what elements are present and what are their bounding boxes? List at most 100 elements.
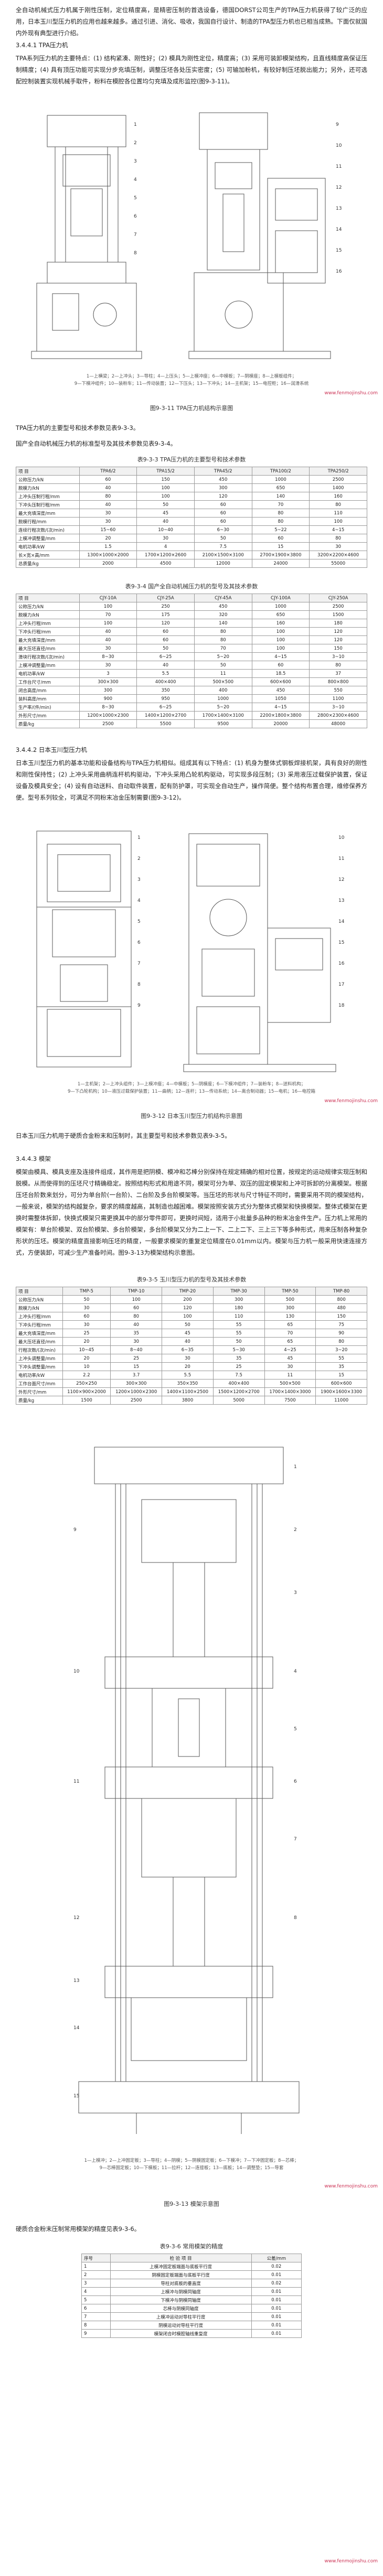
table-cell: 滑块行程次数/(次/min) xyxy=(16,652,80,661)
table-cell: 100 xyxy=(136,492,195,501)
table-cell: 15 xyxy=(110,1362,163,1371)
table-cell: 质量/kg xyxy=(16,1396,63,1405)
table-cell: 80 xyxy=(251,517,310,526)
fig1-label-13: 13 xyxy=(336,206,342,211)
table-cell: 装料高度/mm xyxy=(16,694,80,703)
fig1-label-9: 9 xyxy=(336,122,339,127)
table1-caption: 表9-3-3 TPA压力机的主要型号和技术参数 xyxy=(137,456,246,463)
table-cell: 90 xyxy=(315,1329,367,1338)
table-cell: 70 xyxy=(194,644,252,653)
domestic-table-reference: 国产全自动机械压力机的标准型号及其技术参数见表9-3-4。 xyxy=(16,440,177,447)
table-cell: 0.01 xyxy=(251,2295,302,2304)
fig1-label-16: 16 xyxy=(336,269,342,274)
table-cell: 最大压坯直径/mm xyxy=(16,1337,63,1346)
table-header-cell: TPA100/2 xyxy=(251,467,310,476)
table-cell: 电机功率/kW xyxy=(16,669,80,678)
table-cell: 30 xyxy=(162,1354,214,1363)
table-cell: 1000 xyxy=(251,475,310,484)
table-cell: 1500×1200×2700 xyxy=(212,1387,265,1396)
fig1-legend-line2: 9—下模冲组件；10—装粉车；11—传动装置；12—下压头；13—下冲头；14—… xyxy=(74,381,309,386)
table-cell: 外形尺寸/mm xyxy=(16,1387,63,1396)
table-cell: 24000 xyxy=(251,559,310,568)
section-heading-die-set: 3.4.4.3 模架 xyxy=(16,1155,51,1162)
table-header-cell: 项 目 xyxy=(16,467,80,476)
table-cell: 1700×1200×2600 xyxy=(136,551,195,559)
table-header-cell: CJY-10A xyxy=(79,594,137,602)
table-cell: 1 xyxy=(81,2262,111,2271)
table-cell: 总质量/kg xyxy=(16,559,80,568)
table-cell: 脱模力/kN xyxy=(16,610,80,619)
section-heading-tpa: 3.4.4.1 TPA压力机 xyxy=(16,41,68,49)
table-cell: 电机功率/kW xyxy=(16,542,80,551)
table-cell: 100 xyxy=(110,1295,163,1304)
table-header-cell: TMP-50 xyxy=(264,1287,316,1296)
table-cell: 最大压坯直径/mm xyxy=(16,644,80,653)
table-cell: 55 xyxy=(212,1320,265,1329)
fig2-label-16: 16 xyxy=(338,961,345,966)
table-cell: 3800 xyxy=(162,1396,214,1405)
fig2-label-1: 1 xyxy=(137,835,141,840)
tamagawa-table-reference: 日本玉川压力机用于硬质合金粉末和压制时，其主要型号和技术参数见表9-3-5。 xyxy=(16,1132,231,1139)
table-cell: 上冲头调整量/mm xyxy=(16,1354,63,1363)
table-cell: 下冲头行程/mm xyxy=(16,627,80,636)
table-header-cell: TPA15/2 xyxy=(136,467,195,476)
table-cell: 模架闭合时模腔轴线重复度 xyxy=(110,2329,252,2338)
table-cell: 30 xyxy=(79,644,137,653)
table-cell: 3200×2200×4600 xyxy=(309,551,367,559)
fig3-label-9: 9 xyxy=(73,1527,77,1533)
table-cell: 250×250 xyxy=(62,1379,111,1388)
table-cell: 公称压力/kN xyxy=(16,1295,63,1304)
table-cell: 600×600 xyxy=(315,1379,367,1388)
table-cell: 40 xyxy=(79,483,137,492)
fig3-label-1: 1 xyxy=(294,1464,297,1470)
table-cell: 70 xyxy=(251,500,310,509)
table-cell: 100 xyxy=(251,635,310,644)
fig2-label-6: 6 xyxy=(137,940,141,945)
table3-caption: 表9-3-5 玉川型压力机的型号及其技术参数 xyxy=(136,1276,247,1283)
fig1-label-12: 12 xyxy=(336,185,342,190)
table-cell: 生产率/(件/min) xyxy=(16,703,80,712)
table-header-cell: 项 目 xyxy=(16,594,80,602)
table-cell: 4~15 xyxy=(251,703,310,712)
table-cell: 350×350 xyxy=(162,1379,214,1388)
table-cell: 9500 xyxy=(194,719,252,728)
table-cell: 80 xyxy=(309,500,367,509)
table-cell: 50 xyxy=(162,1320,214,1329)
table-cell: 300 xyxy=(79,686,137,695)
table-cell: 脱模行程/mm xyxy=(16,517,80,526)
table-cell: 40 xyxy=(79,500,137,509)
table-cell: 12000 xyxy=(194,559,252,568)
table-cell: 0.02 xyxy=(251,2262,302,2271)
table-header-cell: CJY-45A xyxy=(194,594,252,602)
table-cell: 3 xyxy=(79,669,137,678)
table-cell: 2500 xyxy=(309,475,367,484)
table-cell: 130 xyxy=(264,1312,316,1321)
table-cell: 最大充填深度/mm xyxy=(16,509,80,518)
table-cell: 工作台尺寸/mm xyxy=(16,677,80,686)
table-header-cell: CJY-250A xyxy=(309,594,367,602)
table-cell: 50 xyxy=(194,661,252,670)
fig1-label-14: 14 xyxy=(336,227,342,232)
table-cell: 4 xyxy=(81,2287,111,2296)
table-cell: 8~40 xyxy=(110,1345,163,1354)
table-cell: 30 xyxy=(110,1337,163,1346)
table-cell: 60 xyxy=(136,635,195,644)
table-cell: 2200×1800×3800 xyxy=(251,711,310,720)
